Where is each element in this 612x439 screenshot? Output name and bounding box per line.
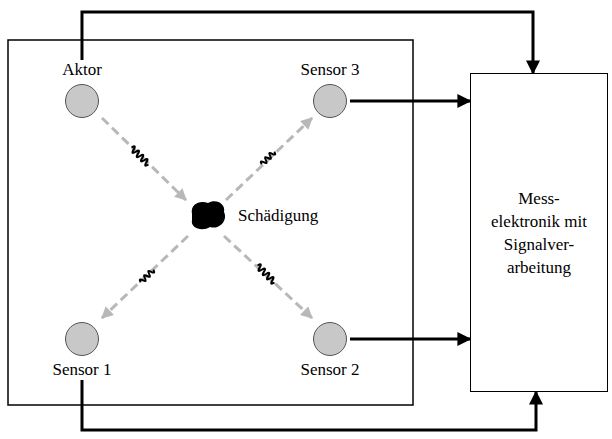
plate [8,40,413,405]
transducer-disc [313,84,347,118]
signal-line [350,100,470,103]
sensor: Sensor 1 [52,318,111,380]
signal-line [350,338,470,341]
sensor: Sensor 2 [300,318,359,380]
transducer-disc [313,322,347,356]
damage-label: Schädigung [238,206,318,226]
actuator: Aktor [62,60,102,122]
transducer-disc [65,322,99,356]
signal-line [82,380,536,430]
sensor-label: Sensor 2 [300,360,359,380]
box-label: Mess- elektronik mit Signalver- arbeitun… [491,187,587,279]
sensor-label: Sensor 3 [300,60,359,80]
sensor-label: Sensor 1 [52,360,111,380]
sensor-label: Aktor [62,60,102,80]
electronics-box: Mess- elektronik mit Signalver- arbeitun… [470,73,608,392]
damage-blob [192,201,225,229]
transducer-disc [65,84,99,118]
sensor: Sensor 3 [300,60,359,122]
